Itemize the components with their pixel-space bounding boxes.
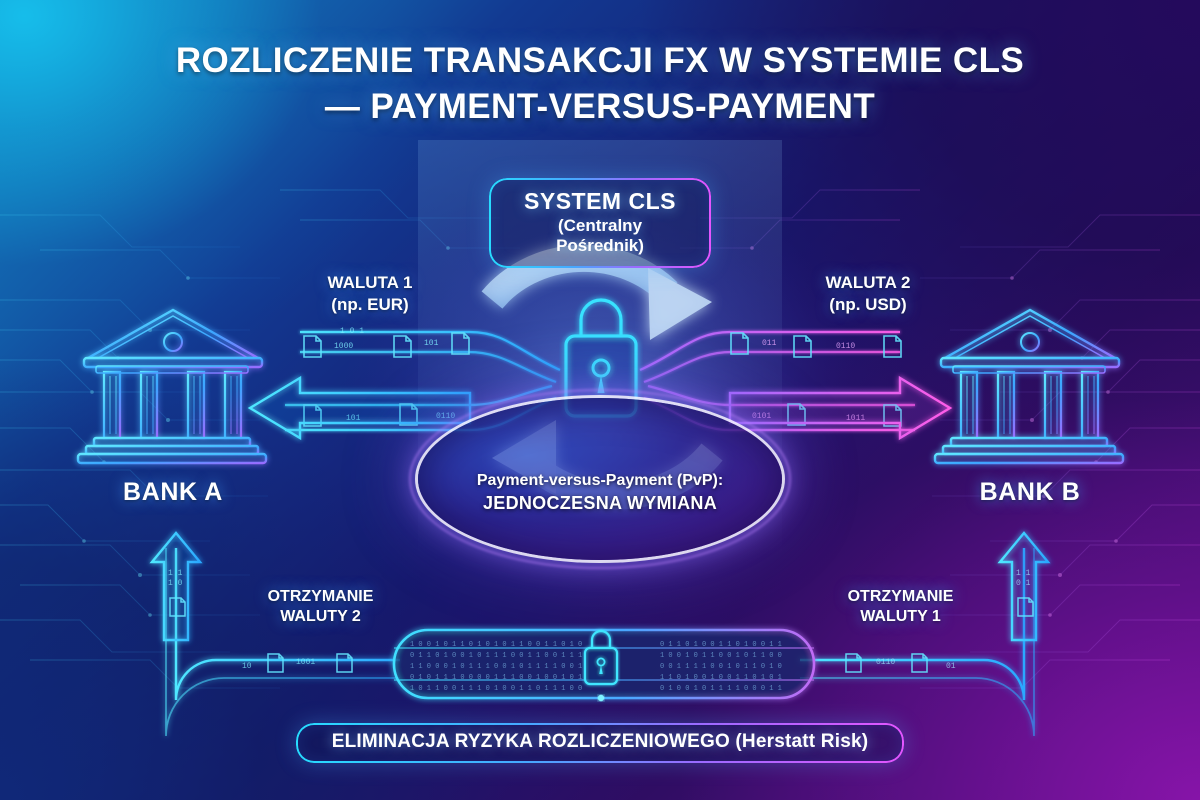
- svg-text:0 1: 0 1: [1016, 579, 1031, 588]
- svg-text:1011: 1011: [846, 414, 865, 423]
- svg-text:0 1 1 0 1 0 0 1 0 1 1 1 0: 0 1 1 0 1 0 0 1 0 1 1 1 0 0 1 1 0 0 1 1 …: [410, 652, 582, 660]
- cls-subheading: (Centralny Pośrednik): [556, 216, 644, 255]
- arrow-right: [728, 375, 953, 441]
- svg-text:1001: 1001: [296, 658, 315, 667]
- bank-b-label: BANK B: [979, 478, 1081, 506]
- svg-text:1 1: 1 1: [168, 569, 183, 578]
- herstatt-risk-text: ELIMINACJA RYZYKA ROZLICZENIOWEGO (Herst…: [331, 731, 869, 752]
- svg-text:0110: 0110: [876, 658, 895, 667]
- page-title: ROZLICZENIE TRANSAKCJI FX W SYSTEMIE CLS…: [0, 38, 1200, 130]
- lock-icon: [583, 629, 619, 686]
- svg-text:101: 101: [346, 414, 361, 423]
- herstatt-risk-banner[interactable]: ELIMINACJA RYZYKA ROZLICZENIOWEGO (Herst…: [296, 723, 904, 763]
- document-icon: [303, 332, 470, 427]
- receive-right-line2: WALUTY 1: [860, 608, 941, 626]
- svg-text:1 1 0 1 0 0 1 0 0 1 1 0: 1 1 0 1 0 0 1 0 0 1 1 0 1 0 1: [660, 674, 782, 682]
- return-path-right: [800, 531, 1051, 737]
- currency-1-example: (np. EUR): [331, 294, 409, 314]
- svg-text:0 1 0 1 1 1 0 0 0 0 1 1 1: 0 1 0 1 1 1 0 0 0 0 1 1 1 0 0 1 0 0 1 0 …: [410, 674, 582, 682]
- svg-text:01: 01: [946, 662, 956, 671]
- svg-text:0 1 1 0 1 0 0 1 1 0 1 0: 0 1 1 0 1 0 0 1 1 0 1 0 0 1 1: [660, 641, 782, 649]
- svg-text:1000: 1000: [334, 342, 353, 351]
- receive-right-line1: OTRZYMANIE: [847, 588, 954, 605]
- svg-text:0 0 1 1 1 1 0 0 1 0 1 1: 0 0 1 1 1 1 0 0 1 0 1 1 0 1 0: [660, 663, 782, 671]
- svg-text:0 1 0 0 1 0 1 1 1 1 0 0: 0 1 0 0 1 0 1 1 1 1 0 0 0 1 1: [660, 685, 782, 693]
- secure-data-bar: 1 0 0 1 0 1 1 0 1 0 1 0 1 1 0 0 1 1 0 1 …: [392, 560, 816, 724]
- svg-text:0101: 0101: [752, 412, 771, 421]
- currency-2-name: WALUTA 2: [825, 273, 911, 292]
- cls-heading: SYSTEM CLS: [524, 188, 676, 214]
- svg-text:011: 011: [762, 339, 777, 348]
- receive-left-line1: OTRZYMANIE: [267, 588, 374, 605]
- svg-text:1 1 0 0 0 1 0 1 1 1 0 0 1: 1 1 0 0 0 1 0 1 1 1 0 0 1 0 1 1 1 1 0 0 …: [410, 663, 582, 671]
- svg-text:101: 101: [424, 339, 439, 348]
- arrow-left: [247, 375, 472, 441]
- currency-1-label: WALUTA 1 (np. EUR): [285, 272, 455, 316]
- svg-text:0110: 0110: [836, 342, 855, 351]
- bank-a-label: BANK A: [123, 478, 223, 506]
- receive-left-line2: WALUTY 2: [280, 608, 361, 626]
- svg-text:1 0 0 1 0 1 1 0 1 0 1 0 1: 1 0 0 1 0 1 1 0 1 0 1 0 1 1 0 0 1 1 0 1 …: [410, 641, 582, 649]
- pvp-line1: Payment-versus-Payment (PvP):: [476, 472, 724, 489]
- return-path-left: [149, 531, 400, 737]
- title-line-2: — PAYMENT-VERSUS-PAYMENT: [324, 87, 876, 127]
- currency-1-name: WALUTA 1: [327, 273, 413, 292]
- pvp-text: Payment-versus-Payment (PvP): JEDNOCZESN…: [418, 472, 782, 514]
- pvp-line2: JEDNOCZESNA WYMIANA: [482, 493, 718, 513]
- bank-building-icon: [933, 308, 1125, 465]
- receive-currency-2-label: OTRZYMANIE WALUTY 2: [228, 587, 413, 628]
- title-line-1: ROZLICZENIE TRANSAKCJI FX W SYSTEMIE CLS: [175, 41, 1025, 80]
- cls-system-box[interactable]: SYSTEM CLS (Centralny Pośrednik): [489, 178, 711, 268]
- currency-2-example: (np. USD): [829, 294, 907, 314]
- currency-2-label: WALUTA 2 (np. USD): [783, 272, 953, 316]
- receive-currency-1-label: OTRZYMANIE WALUTY 1: [808, 587, 993, 628]
- bank-building-icon: [76, 308, 268, 465]
- pvp-oval: [418, 398, 782, 560]
- svg-text:10: 10: [242, 662, 252, 671]
- svg-text:1 1: 1 1: [1016, 569, 1031, 578]
- svg-text:1 0 0 1 0 1 1 0 0 1 0 1: 1 0 0 1 0 1 1 0 0 1 0 1 1 0 0: [660, 652, 782, 660]
- svg-text:0110: 0110: [436, 412, 455, 421]
- svg-text:1 0: 1 0: [168, 579, 183, 588]
- svg-text:1 0 1: 1 0 1: [340, 327, 364, 336]
- svg-text:1 0 1 1 0 0 1 1 1 0 1 0 0: 1 0 1 1 0 0 1 1 1 0 1 0 0 1 1 0 1 1 1 0 …: [410, 685, 582, 693]
- document-icon: [730, 332, 902, 427]
